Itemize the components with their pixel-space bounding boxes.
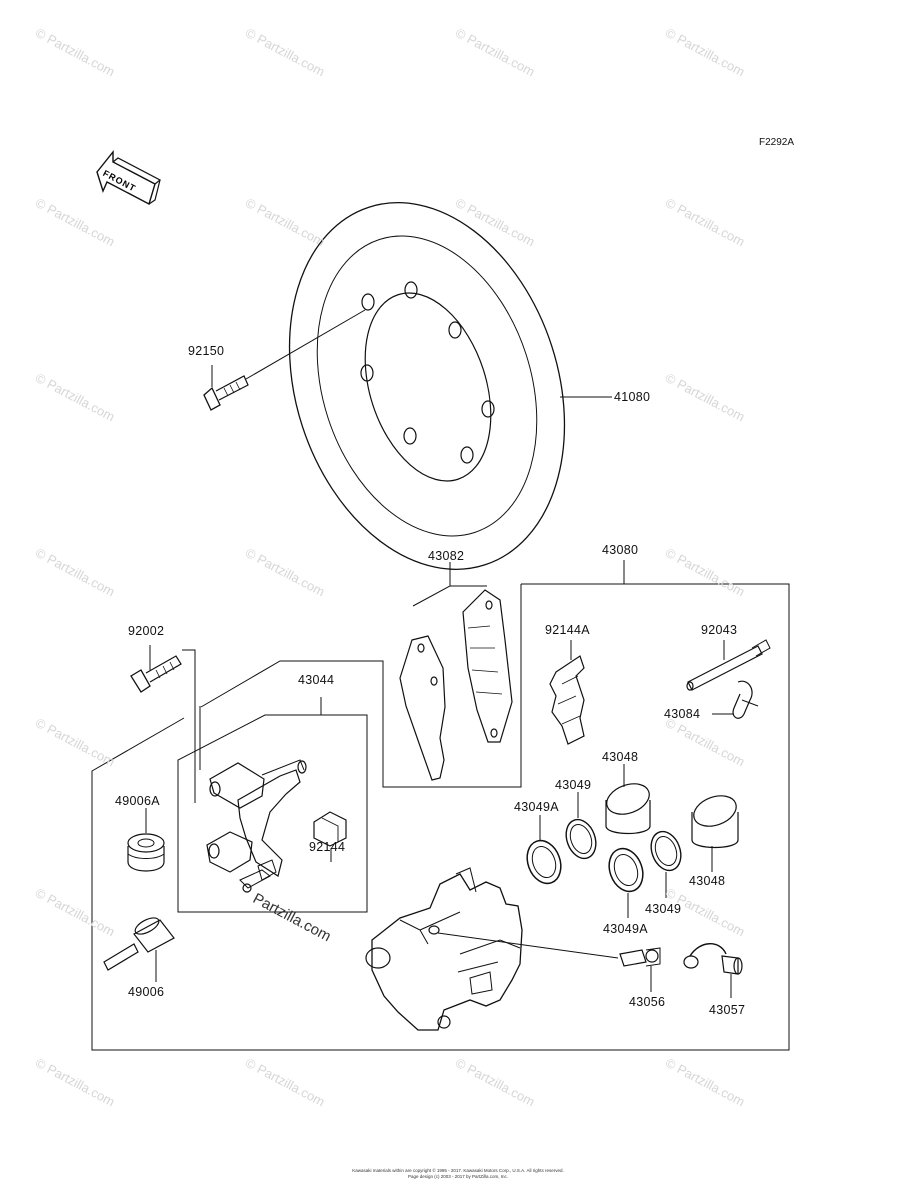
part-label-43049A-top[interactable]: 43049A	[514, 800, 559, 814]
part-label-92002[interactable]: 92002	[128, 624, 165, 638]
part-label-43049A-bottom[interactable]: 43049A	[603, 922, 648, 936]
part-label-49006A[interactable]: 49006A	[115, 794, 160, 808]
seal-43049A-bottom	[608, 847, 644, 893]
part-label-43049-top[interactable]: 43049	[555, 778, 592, 792]
clip-43084	[732, 680, 759, 719]
boot-49006A	[127, 833, 165, 872]
clip-92144	[313, 811, 347, 847]
seal-43049-top	[565, 818, 597, 860]
brake-disc-41080	[288, 202, 566, 570]
bolt-92002	[130, 655, 182, 693]
part-label-43049-bottom[interactable]: 43049	[645, 902, 682, 916]
pin-92043	[686, 639, 771, 691]
front-arrow-icon	[96, 150, 162, 206]
part-label-43082[interactable]: 43082	[428, 549, 465, 563]
part-label-92150[interactable]: 92150	[188, 344, 225, 358]
part-label-43084[interactable]: 43084	[664, 707, 701, 721]
part-label-43057[interactable]: 43057	[709, 1003, 746, 1017]
part-label-43048-bottom[interactable]: 43048	[689, 874, 726, 888]
caliper-bracket-43044	[206, 759, 307, 893]
figure-code: F2292A	[759, 137, 795, 148]
piston-43048-top	[605, 783, 651, 835]
caliper-body	[365, 867, 523, 1031]
piston-43048-bottom	[691, 795, 739, 849]
part-label-92043[interactable]: 92043	[701, 623, 738, 637]
brake-pads-43082	[399, 589, 513, 781]
part-label-41080[interactable]: 41080	[614, 390, 651, 404]
part-label-92144A[interactable]: 92144A	[545, 623, 590, 637]
bleeder-cap-43057	[683, 943, 743, 975]
copyright-footer: Kawasaki materials within are copyright …	[308, 1168, 608, 1180]
copyright-line-1: Kawasaki materials within are copyright …	[352, 1168, 564, 1173]
part-label-92144[interactable]: 92144	[309, 840, 346, 854]
part-label-43080[interactable]: 43080	[602, 543, 639, 557]
part-label-43044[interactable]: 43044	[298, 673, 335, 687]
part-label-49006[interactable]: 49006	[128, 985, 165, 999]
bleeder-valve-43056	[619, 947, 661, 967]
bolt-92150	[203, 375, 249, 411]
part-label-43048-top[interactable]: 43048	[602, 750, 639, 764]
pad-spring-92144A	[549, 655, 585, 745]
seal-43049-bottom	[650, 830, 682, 872]
bush-49006	[103, 917, 175, 971]
seal-43049A-top	[526, 839, 562, 885]
copyright-line-2: Page design (c) 2003 - 2017 by PartZilla…	[407, 1174, 509, 1179]
part-label-43056[interactable]: 43056	[629, 995, 666, 1009]
